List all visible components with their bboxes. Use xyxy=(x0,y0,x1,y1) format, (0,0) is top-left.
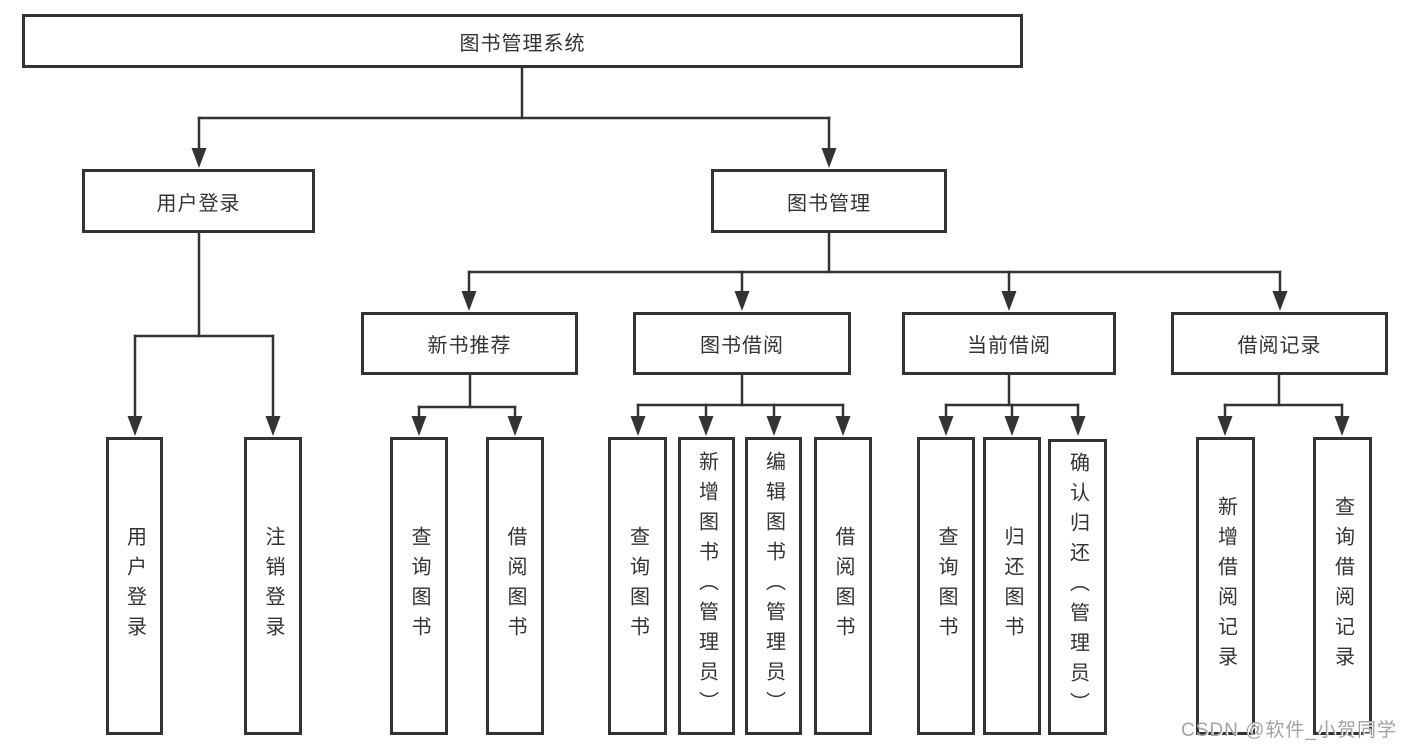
leaf-borrow-books-borrowing: 借阅图书 xyxy=(814,437,872,735)
node-borrowing-records: 借阅记录 xyxy=(1171,312,1388,375)
leaf-borrow-books-borrowing-label: 借阅图书 xyxy=(832,526,854,646)
leaf-query-books-borrowing-label: 查询图书 xyxy=(626,526,649,646)
leaf-confirm-return-admin-label: 确认归还（管理员） xyxy=(1066,452,1089,722)
node-new-book-recommendation: 新书推荐 xyxy=(361,312,578,375)
node-book-borrowing: 图书借阅 xyxy=(633,312,851,375)
leaf-return-books-label: 归还图书 xyxy=(1001,526,1023,646)
leaf-add-borrow-record-label: 新增借阅记录 xyxy=(1214,496,1237,676)
leaf-add-books-admin-label: 新增图书（管理员） xyxy=(695,451,718,721)
leaf-query-borrow-record: 查询借阅记录 xyxy=(1313,437,1372,735)
node-current-borrowing: 当前借阅 xyxy=(902,312,1116,375)
leaf-query-books-current-label: 查询图书 xyxy=(935,526,957,646)
leaf-query-books-recommend: 查询图书 xyxy=(390,437,448,735)
leaf-borrow-books-recommend-label: 借阅图书 xyxy=(504,526,526,646)
node-library-management-system: 图书管理系统 xyxy=(22,14,1023,68)
leaf-user-login: 用户登录 xyxy=(106,437,163,735)
csdn-watermark: CSDN @软件_小贺同学 xyxy=(1181,720,1397,741)
leaf-query-borrow-record-label: 查询借阅记录 xyxy=(1331,496,1354,676)
node-user-login: 用户登录 xyxy=(82,169,315,233)
leaf-query-books-borrowing: 查询图书 xyxy=(608,437,667,735)
leaf-add-borrow-record: 新增借阅记录 xyxy=(1196,437,1255,735)
node-book-management: 图书管理 xyxy=(711,169,947,233)
leaf-query-books-current: 查询图书 xyxy=(917,437,975,735)
leaf-edit-books-admin-label: 编辑图书（管理员） xyxy=(762,451,785,721)
leaf-add-books-admin: 新增图书（管理员） xyxy=(678,437,735,735)
leaf-confirm-return-admin: 确认归还（管理员） xyxy=(1048,439,1107,735)
leaf-borrow-books-recommend: 借阅图书 xyxy=(486,437,544,735)
leaf-user-login-label: 用户登录 xyxy=(123,526,146,646)
leaf-query-books-recommend-label: 查询图书 xyxy=(408,526,430,646)
leaf-edit-books-admin: 编辑图书（管理员） xyxy=(745,437,802,735)
leaf-logout-login: 注销登录 xyxy=(244,437,302,735)
leaf-logout-login-label: 注销登录 xyxy=(262,526,284,646)
leaf-return-books: 归还图书 xyxy=(983,437,1041,735)
